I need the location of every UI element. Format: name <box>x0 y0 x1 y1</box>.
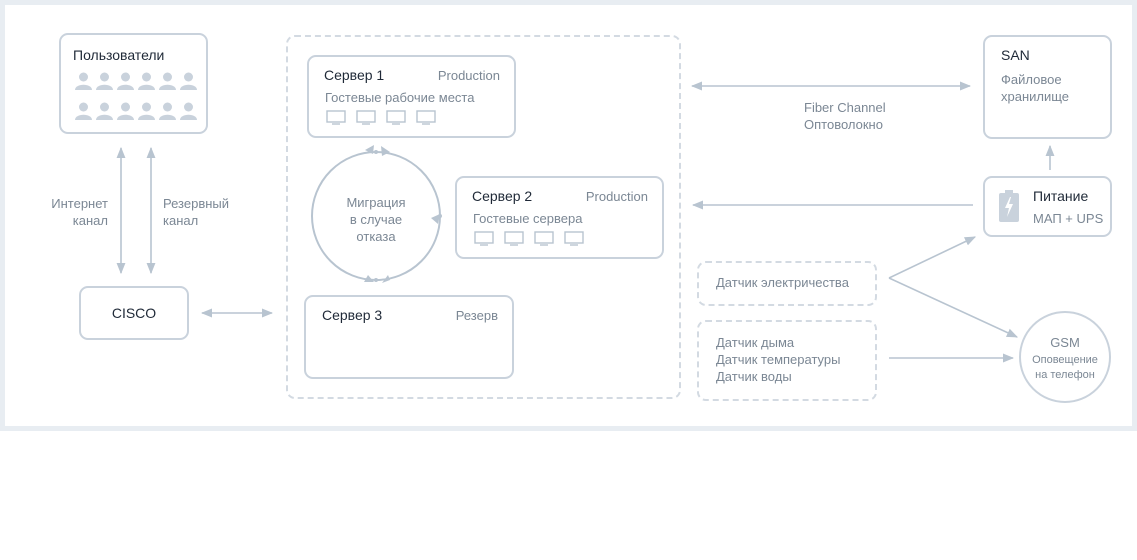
monitor-icon <box>504 231 524 246</box>
server1-title: Сервер 1 <box>324 67 385 83</box>
gsm-desc: Оповещение на телефон <box>1032 354 1098 381</box>
server3-title: Сервер 3 <box>322 307 383 323</box>
server2-monitors <box>474 231 584 246</box>
server2-desc: Гостевые сервера <box>473 211 583 226</box>
person-icon <box>138 72 155 90</box>
person-icon <box>159 102 176 120</box>
cisco-label: CISCO <box>111 305 157 321</box>
person-icon <box>180 102 197 120</box>
internet-channel-label: Интернет канал <box>51 196 108 228</box>
power-sensor-box: Датчик электричества <box>697 261 877 306</box>
monitor-icon <box>474 231 494 246</box>
gsm-circle: GSM Оповещение на телефон <box>1019 311 1111 403</box>
server3-box: Сервер 3 Резерв <box>304 295 514 379</box>
backup-channel-label: Резервный канал <box>163 196 230 228</box>
san-desc: Файловое хранилище <box>1001 72 1070 104</box>
env-sensors-box: Датчик дыма Датчик температуры Датчик во… <box>697 320 877 401</box>
users-box: Пользователи <box>59 33 208 134</box>
person-icon <box>180 72 197 90</box>
power-box: Питание МАП + UPS <box>983 176 1112 237</box>
person-icon <box>117 102 134 120</box>
power-sensor-label: Датчик электричества <box>716 275 849 290</box>
migration-label: Миграция в случае отказа <box>346 195 406 244</box>
server1-box: Сервер 1 Production Гостевые рабочие мес… <box>307 55 516 138</box>
monitor-icon <box>416 110 436 125</box>
env-sensors-label: Датчик дыма Датчик температуры Датчик во… <box>716 335 841 384</box>
power-title: Питание <box>1033 188 1089 204</box>
person-icon <box>138 102 155 120</box>
san-box: SAN Файловое хранилище <box>983 35 1112 139</box>
gsm-title: GSM <box>1050 335 1080 350</box>
person-icon <box>117 72 134 90</box>
server1-desc: Гостевые рабочие места <box>325 90 475 105</box>
cisco-box: CISCO <box>79 286 189 340</box>
monitor-icon <box>326 110 346 125</box>
person-icon <box>75 102 92 120</box>
monitor-icon <box>356 110 376 125</box>
battery-icon <box>999 190 1019 222</box>
person-icon <box>75 72 92 90</box>
monitor-icon <box>386 110 406 125</box>
server2-tag: Production <box>585 189 648 204</box>
users-title: Пользователи <box>73 47 165 63</box>
person-icon <box>96 102 113 120</box>
server1-tag: Production <box>437 68 500 83</box>
monitor-icon <box>534 231 554 246</box>
power-desc: МАП + UPS <box>1033 211 1104 226</box>
san-title: SAN <box>1001 47 1030 63</box>
person-icon <box>159 72 176 90</box>
person-icon <box>96 72 113 90</box>
monitor-icon <box>564 231 584 246</box>
server-cluster-boundary <box>286 35 681 399</box>
server3-tag: Резерв <box>455 308 498 323</box>
fiber-channel-label: Fiber Channel Оптоволокно <box>804 100 886 132</box>
server2-title: Сервер 2 <box>472 188 533 204</box>
server1-monitors <box>326 110 436 125</box>
server2-box: Сервер 2 Production Гостевые сервера <box>455 176 664 259</box>
